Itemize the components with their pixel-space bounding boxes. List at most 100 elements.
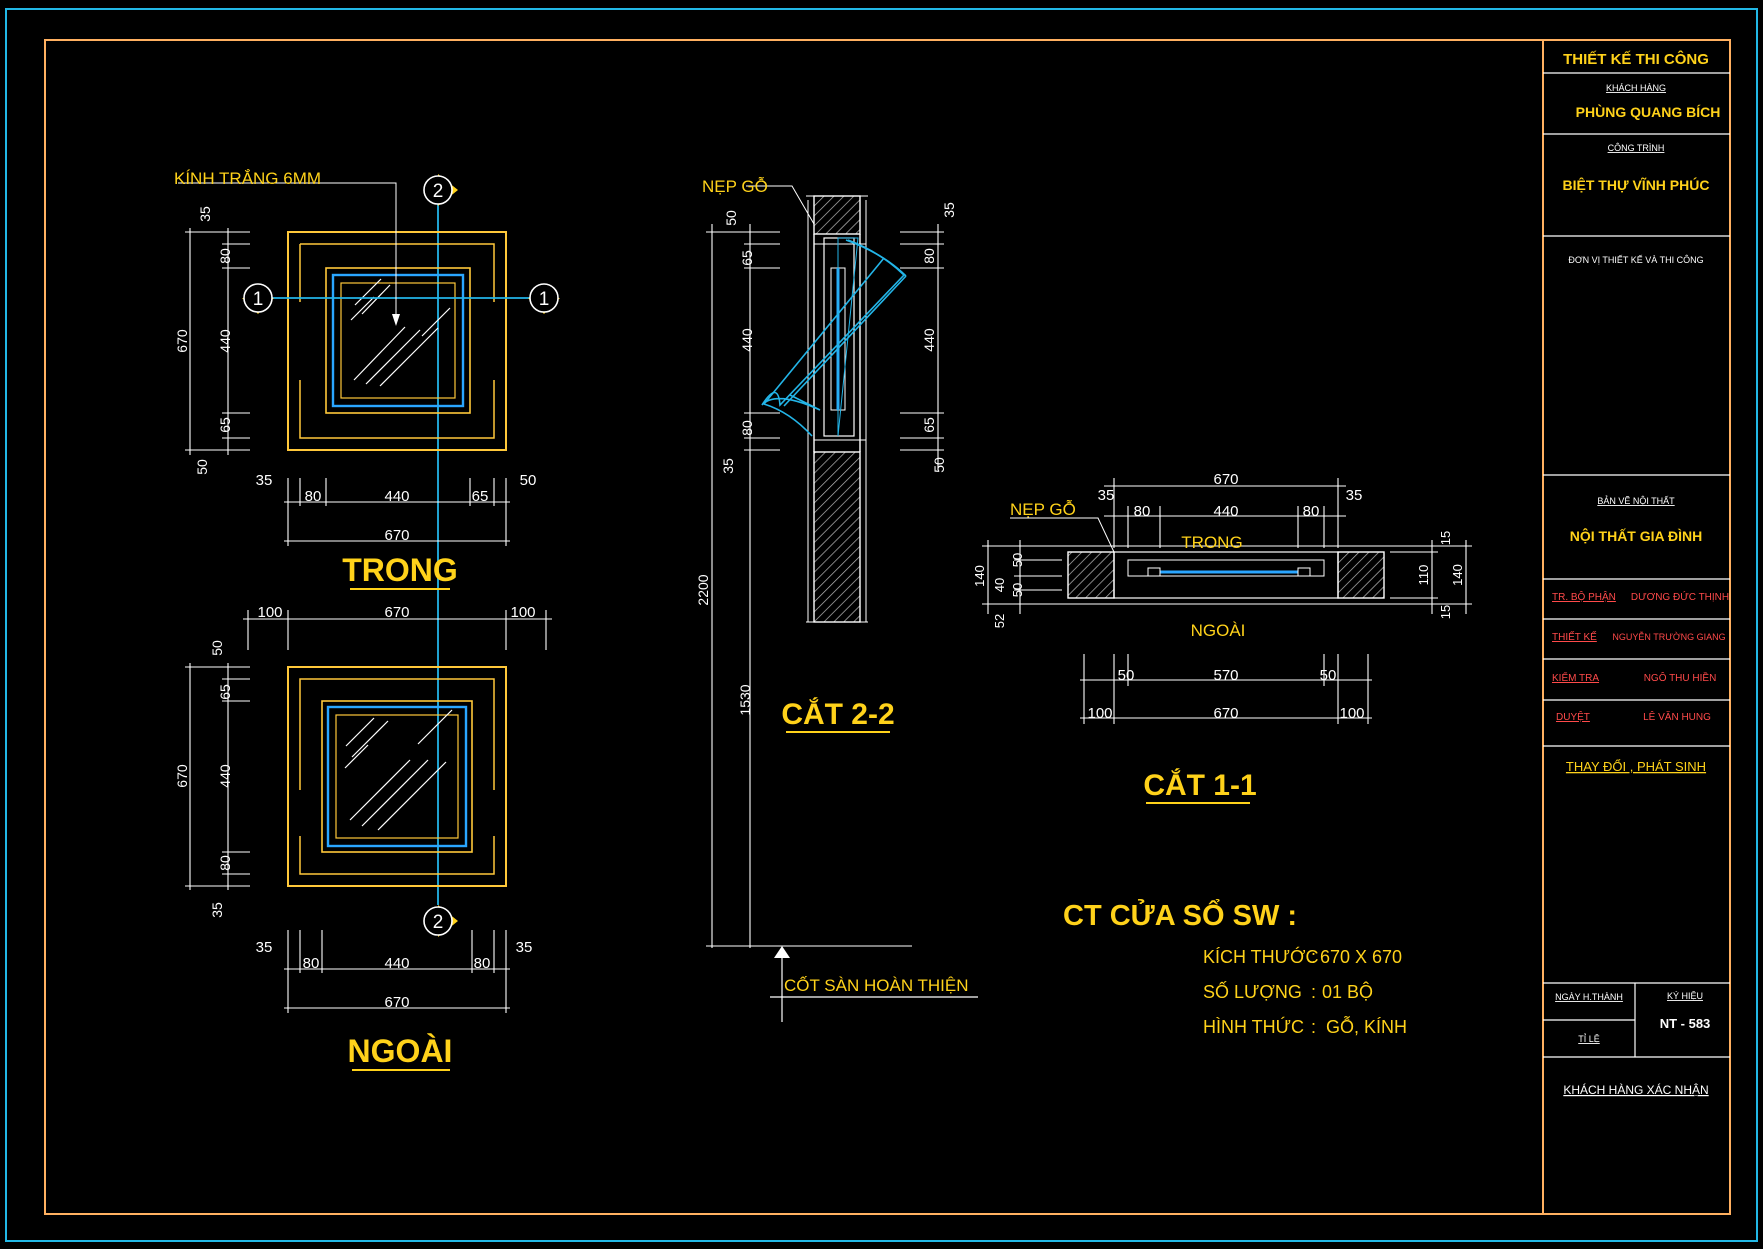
svg-text:100: 100 (510, 604, 535, 621)
cat-2-2-section (746, 185, 907, 623)
drawing-frame (44, 39, 1731, 1215)
cat11-right-dim-text: 15 110 140 15 (1416, 531, 1465, 619)
svg-text:80: 80 (739, 420, 755, 436)
svg-text:50: 50 (1320, 667, 1337, 684)
svg-text:2: 2 (433, 181, 444, 202)
svg-text:35: 35 (941, 202, 957, 218)
spec-row-2-label: SỐ LƯỢNG (1203, 981, 1302, 1002)
trong-left-dims (185, 228, 250, 455)
tb-role-2: THIẾT KẾ (1552, 630, 1597, 643)
svg-text:52: 52 (992, 614, 1007, 628)
svg-text:670: 670 (384, 994, 409, 1011)
svg-text:50: 50 (931, 457, 947, 473)
svg-text:35: 35 (209, 902, 225, 918)
svg-text:100: 100 (1339, 705, 1364, 722)
svg-text:2200: 2200 (695, 574, 711, 605)
tb-designer-unit: ĐƠN VỊ THIẾT KẾ VÀ THI CÔNG (1568, 255, 1703, 265)
svg-text:670: 670 (1213, 471, 1238, 488)
svg-text:15: 15 (1438, 605, 1453, 619)
svg-text:440: 440 (384, 955, 409, 972)
section-marker-1-right: 1 (528, 283, 560, 314)
svg-text:440: 440 (384, 488, 409, 505)
svg-text:670: 670 (174, 329, 190, 353)
svg-text:80: 80 (303, 955, 320, 972)
cat22-left-dims (706, 224, 912, 948)
tb-scale-label: TỈ LỆ (1578, 1033, 1600, 1044)
svg-text:80: 80 (921, 248, 937, 264)
svg-text:65: 65 (217, 417, 233, 433)
svg-text:15: 15 (1438, 531, 1453, 545)
spec-row-3-label: HÌNH THỨC (1203, 1016, 1304, 1037)
cat11-title: CẮT 1-1 (1143, 768, 1256, 802)
tb-code: NT - 583 (1660, 1016, 1711, 1031)
tb-project-label: CÔNG TRÌNH (1608, 143, 1665, 153)
tb-code-label: KÝ HIỆU (1667, 991, 1703, 1001)
svg-text:140: 140 (972, 565, 987, 587)
floor-level-marker (770, 946, 978, 1022)
trong-elevation (178, 182, 546, 451)
ngoai-left-dim-text: 50 65 440 80 35 670 (174, 640, 233, 918)
svg-text:50: 50 (194, 459, 210, 475)
tb-project-name: BIỆT THỰ VĨNH PHÚC (1563, 176, 1710, 193)
svg-text:140: 140 (1450, 564, 1465, 586)
svg-text:670: 670 (384, 604, 409, 621)
tb-name-2: NGUYỄN TRƯỜNG GIANG (1612, 631, 1725, 642)
trong-bottom-dim-text: 35 80 440 65 50 670 (256, 472, 537, 544)
ngoai-elevation (287, 666, 507, 887)
svg-text:50: 50 (1118, 667, 1135, 684)
section-marker-1-left: 1 (242, 283, 274, 314)
svg-text:35: 35 (256, 939, 273, 956)
tb-name-3: NGÔ THU HIỀN (1644, 671, 1717, 684)
svg-text:65: 65 (739, 250, 755, 266)
cat11-ngoai-label: NGOÀI (1191, 621, 1246, 640)
glass-note: KÍNH TRẮNG 6MM (174, 169, 321, 188)
trong-left-dim-text: 35 80 440 65 50 670 (174, 206, 233, 475)
spec-row-1-label: KÍCH THƯỚC (1203, 946, 1318, 967)
trong-bottom-dims (284, 478, 510, 546)
svg-text:440: 440 (217, 329, 233, 353)
svg-text:65: 65 (217, 684, 233, 700)
svg-text:80: 80 (1303, 503, 1320, 520)
cat22-left-dim-text: 50 65 440 80 35 2200 1530 (695, 210, 755, 716)
svg-text:50: 50 (520, 472, 537, 489)
cat11-left-dim-text: 140 50 40 50 52 (972, 553, 1025, 628)
svg-text:80: 80 (1134, 503, 1151, 520)
tb-client-label: KHÁCH HÀNG (1606, 83, 1666, 93)
svg-text:50: 50 (209, 640, 225, 656)
svg-text:35: 35 (1346, 487, 1363, 504)
svg-text:35: 35 (720, 458, 736, 474)
svg-text:110: 110 (1416, 565, 1431, 586)
spec-row-3-sep: : (1311, 1017, 1316, 1037)
svg-text:670: 670 (1213, 705, 1238, 722)
svg-text:440: 440 (739, 328, 755, 352)
svg-text:80: 80 (305, 488, 322, 505)
tb-drawing-label: BẢN VẼ NỘI THẤT (1597, 495, 1675, 506)
section-marker-2-bottom: 2 (423, 905, 458, 937)
spec-row-2-sep: : (1311, 982, 1316, 1002)
cat22-title: CẮT 2-2 (781, 697, 894, 731)
tb-date-label: NGÀY H.THÀNH (1555, 992, 1623, 1002)
svg-text:40: 40 (992, 578, 1007, 592)
tb-role-3: KIỂM TRA (1552, 671, 1599, 684)
svg-text:100: 100 (1087, 705, 1112, 722)
tb-role-1: TR. BỘ PHẬN (1552, 590, 1616, 603)
ngoai-top-dim-text: 100 670 100 (257, 604, 535, 621)
cat22-right-dim-text: 35 80 440 65 50 (921, 202, 957, 473)
svg-text:1530: 1530 (737, 684, 753, 715)
svg-text:50: 50 (1010, 583, 1025, 597)
svg-text:80: 80 (474, 955, 491, 972)
ngoai-top-dims (243, 610, 552, 650)
outer-border (5, 8, 1758, 1242)
ngoai-title: NGOÀI (348, 1033, 453, 1069)
tb-header: THIẾT KẾ THI CÔNG (1563, 50, 1709, 68)
cat22-nep-go: NẸP GỖ (702, 177, 768, 196)
tb-changes: THAY ĐỔI , PHÁT SINH (1566, 759, 1706, 774)
cat11-left-dims (982, 540, 1062, 614)
title-block (1543, 72, 1730, 1058)
svg-text:80: 80 (217, 248, 233, 264)
cat11-bottom-dims (1080, 654, 1372, 724)
svg-text:50: 50 (723, 210, 739, 226)
svg-text:50: 50 (1010, 553, 1025, 567)
spec-row-1-value: 670 X 670 (1320, 947, 1402, 967)
